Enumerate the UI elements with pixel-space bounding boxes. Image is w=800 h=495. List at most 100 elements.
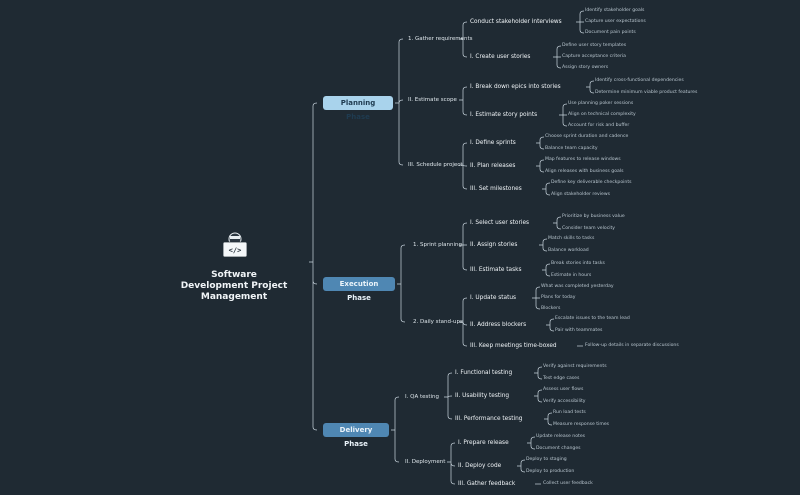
leaf-connector [558,103,568,127]
leaf-node[interactable]: Map features to release windows [545,157,621,162]
root-connector [309,102,318,431]
leaf-node[interactable]: Define user story templates [562,43,627,48]
subtopic-node[interactable]: I. Break down epics into stories [470,84,561,90]
phase-node[interactable]: Delivery Phase [323,423,389,448]
leaf-connector [553,45,562,69]
leaf-connector [575,10,585,34]
subtopic-node[interactable]: III. Performance testing [455,416,523,422]
topic-node[interactable]: II. Deployment [405,459,446,465]
subtopic-node[interactable]: I. Create user stories [470,54,531,60]
subtopic-node[interactable]: II. Deploy code [458,463,502,469]
leaf-node[interactable]: Assess user flows [543,387,584,392]
topic-connector [444,372,453,420]
leaf-connector [552,216,562,230]
subtopic-node[interactable]: I. Prepare release [458,440,509,446]
leaf-node[interactable]: Assign story owners [562,65,609,70]
topic-node[interactable]: 1. Sprint planning [413,242,463,248]
leaf-node[interactable]: Document pain points [585,30,636,35]
leaf-connector [542,263,551,277]
leaf-node[interactable]: Run load tests [553,410,586,415]
leaf-node[interactable]: Break stories into tasks [551,261,605,266]
topic-node[interactable]: 2. Daily stand-ups [413,319,463,325]
leaf-connector [527,436,536,450]
leaf-connector [534,366,543,380]
topic-connector [447,442,456,485]
subtopic-node[interactable]: III. Estimate tasks [470,267,522,273]
topic-node[interactable]: III. Schedule project [408,162,463,168]
subtopic-node[interactable]: II. Plan releases [470,163,516,169]
subtopic-node[interactable]: I. Functional testing [455,370,513,376]
leaf-node[interactable]: Account for risk and buffer [568,123,630,128]
phase-connector [397,244,406,323]
leaf-node[interactable]: Align stakeholder reviews [551,192,610,197]
root-topic[interactable]: Software Development Project Management [180,270,288,303]
topic-node[interactable]: 1. Gather requirements [408,36,473,42]
leaf-node[interactable]: Define key deliverable checkpoints [551,180,632,185]
subtopic-node[interactable]: Conduct stakeholder interviews [470,19,562,25]
phase-node[interactable]: Execution Phase [323,277,395,302]
leaf-node[interactable]: Capture user expectations [585,19,646,24]
leaf-node[interactable]: Align releases with business goals [545,169,624,174]
leaf-node[interactable]: Match skills to tasks [548,236,595,241]
leaf-node[interactable]: Plans for today [541,295,576,300]
subtopic-node[interactable]: II. Assign stories [470,242,518,248]
phase-connector [391,396,400,463]
leaf-node[interactable]: Balance workload [548,248,589,253]
subtopic-node[interactable]: I. Define sprints [470,140,516,146]
subtopic-node[interactable]: II. Usability testing [455,393,510,399]
leaf-connector [545,318,555,332]
topic-node[interactable]: II. Estimate scope [408,97,457,103]
leaf-connector [517,459,526,473]
leaf-connector [535,136,545,150]
topic-connector [459,86,468,116]
leaf-connector [544,412,553,426]
root-title: Software Development Project Management [180,270,288,302]
leaf-node[interactable]: Capture acceptance criteria [562,54,626,59]
leaf-node[interactable]: Determine minimum viable product feature… [595,90,698,95]
leaf-node[interactable]: Identify stakeholder goals [585,8,645,13]
subtopic-node[interactable]: III. Set milestones [470,186,522,192]
subtopic-node[interactable]: II. Address blockers [470,322,527,328]
leaf-node[interactable]: Blockers [541,306,561,311]
subtopic-node[interactable]: I. Estimate story points [470,112,538,118]
subtopic-node[interactable]: I. Update status [470,295,517,301]
leaf-node[interactable]: Deploy to staging [526,457,567,462]
leaf-node[interactable]: Consider team velocity [562,226,616,231]
subtopic-node[interactable]: III. Keep meetings time-boxed [470,343,557,349]
leaf-node[interactable]: Prioritize by business value [562,214,625,219]
svg-text:</>: </> [229,247,242,255]
leaf-node[interactable]: Update release notes [536,434,586,439]
leaf-node[interactable]: Choose sprint duration and cadence [545,134,629,139]
leaf-node[interactable]: Follow-up details in separate discussion… [585,343,679,348]
subtopic-node[interactable]: I. Select user stories [470,220,530,226]
phase-connector [395,38,404,166]
leaf-node[interactable]: Document changes [536,446,581,451]
leaf-connector [541,182,551,196]
leaf-node[interactable]: Identify cross-functional dependencies [595,78,684,83]
leaf-node[interactable]: What was completed yesterday [541,284,614,289]
leaf-connector [536,159,545,173]
code-laptop-icon: </> [222,232,248,258]
leaf-node[interactable]: Align on technical complexity [568,112,636,117]
leaf-node[interactable]: Collect user feedback [543,481,593,486]
leaf-connector [539,238,548,252]
leaf-node[interactable]: Test edge cases [543,376,580,381]
leaf-node[interactable]: Estimate in hours [551,273,592,278]
topic-node[interactable]: I. QA testing [405,394,440,400]
topic-connector [459,297,468,347]
leaf-connector [533,389,543,403]
leaf-node[interactable]: Measure response times [553,422,610,427]
subtopic-node[interactable]: III. Gather feedback [458,481,516,487]
leaf-connector [531,286,541,310]
leaf-node[interactable]: Use planning poker sessions [568,101,634,106]
leaf-node[interactable]: Deploy to production [526,469,575,474]
topic-connector [459,222,468,271]
leaf-node[interactable]: Balance team capacity [545,146,598,151]
topic-connector [459,142,468,190]
leaf-node[interactable]: Escalate issues to the team lead [555,316,630,321]
phase-node[interactable]: Planning Phase [323,96,393,121]
leaf-node[interactable]: Verify against requirements [543,364,607,369]
leaf-node[interactable]: Verify accessibility [543,399,586,404]
leaf-node[interactable]: Pair with teammates [555,328,603,333]
